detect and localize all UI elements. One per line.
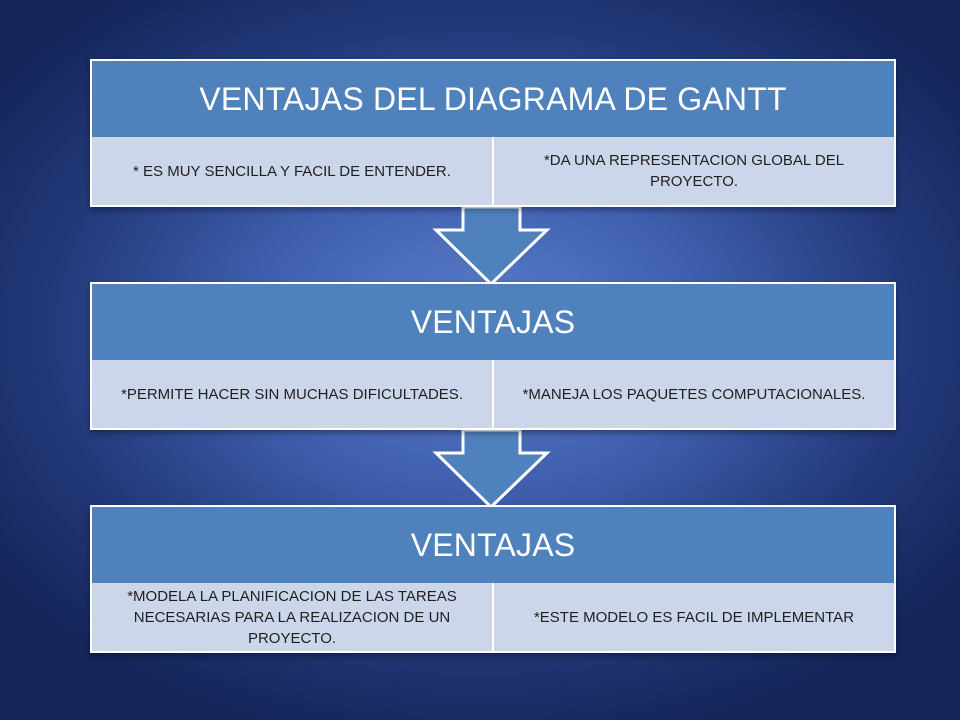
advantages-block-2: VENTAJAS *PERMITE HACER SIN MUCHAS DIFIC… [90, 282, 896, 430]
gantt-advantages-block: VENTAJAS DEL DIAGRAMA DE GANTT * ES MUY … [90, 59, 896, 207]
advantage-item: *MODELA LA PLANIFICACION DE LAS TAREAS N… [92, 583, 494, 651]
advantage-item: *ESTE MODELO ES FACIL DE IMPLEMENTAR [533, 608, 855, 626]
block-items: *MODELA LA PLANIFICACION DE LAS TAREAS N… [92, 583, 894, 651]
block-items: *PERMITE HACER SIN MUCHAS DIFICULTADES. … [92, 360, 894, 428]
block-title: VENTAJAS [92, 284, 894, 360]
advantages-block-3: VENTAJAS *MODELA LA PLANIFICACION DE LAS… [90, 505, 896, 653]
advantage-item: *DA UNA REPRESENTACION GLOBAL DEL PROYEC… [543, 152, 845, 190]
advantage-item: *PERMITE HACER SIN MUCHAS DIFICULTADES. [92, 360, 494, 428]
block-items: * ES MUY SENCILLA Y FACIL DE ENTENDER. *… [92, 137, 894, 205]
block-title: VENTAJAS [92, 507, 894, 583]
advantage-item: * ES MUY SENCILLA Y FACIL DE ENTENDER. [92, 137, 494, 205]
advantage-item: *MANEJA LOS PAQUETES COMPUTACIONALES. [522, 385, 866, 403]
block-title: VENTAJAS DEL DIAGRAMA DE GANTT [92, 61, 894, 137]
